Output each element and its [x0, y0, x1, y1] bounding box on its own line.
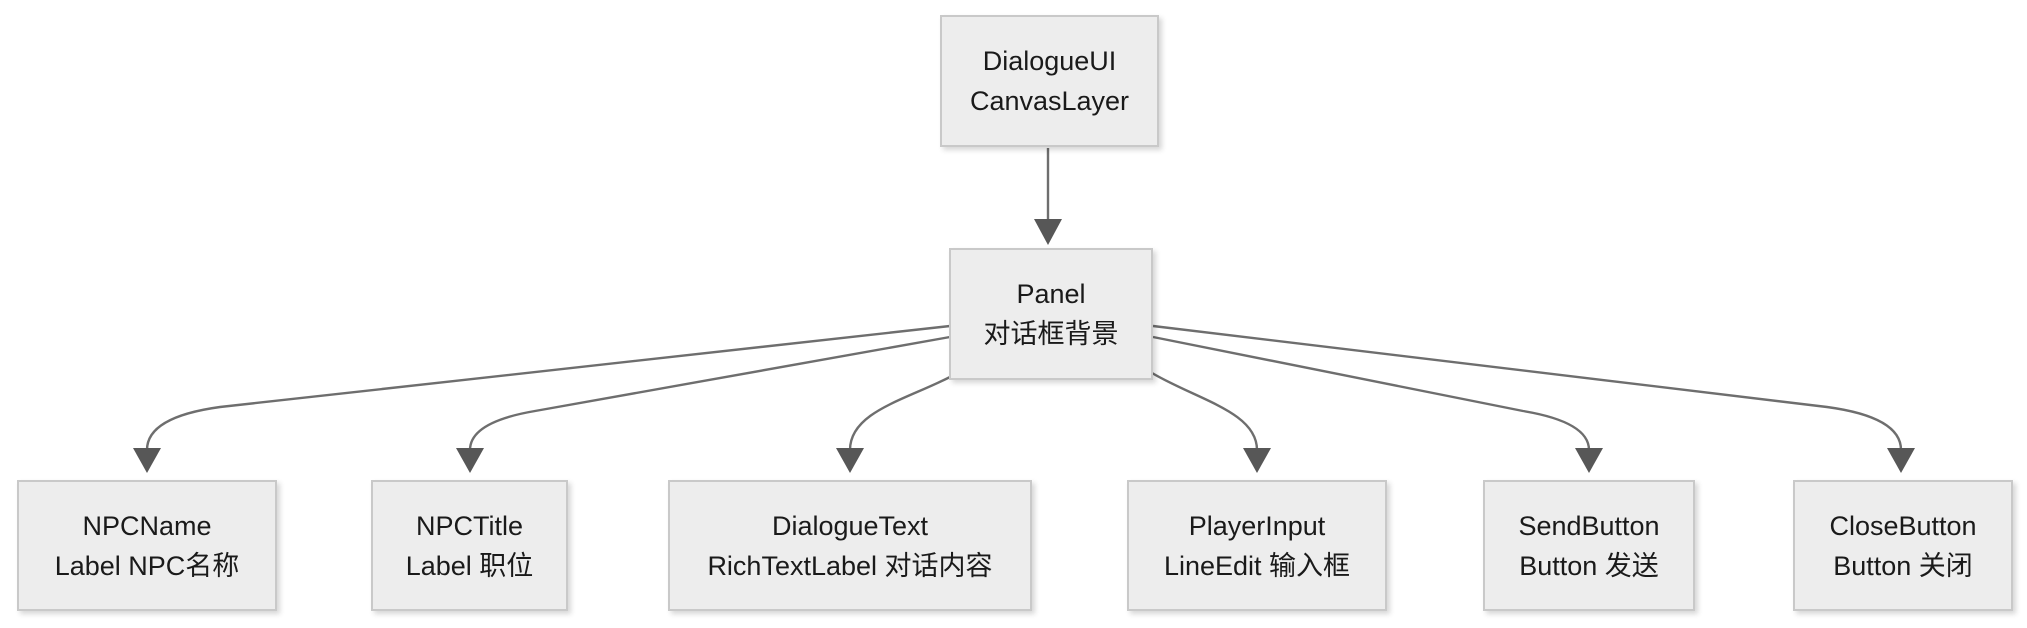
- node-subtitle: Button 关闭: [1833, 550, 1973, 581]
- node-subtitle: CanvasLayer: [969, 86, 1130, 116]
- node-playerinput: PlayerInput LineEdit 输入框: [1127, 480, 1387, 611]
- edge-panel-playerinput: [1151, 371, 1259, 451]
- node-dialogueui: DialogueUI CanvasLayer: [940, 15, 1159, 147]
- node-npcname: NPCName Label NPC名称: [17, 480, 277, 611]
- arrowhead-npcname: [133, 448, 161, 473]
- arrowhead-closebutton: [1887, 448, 1915, 473]
- node-title: DialogueText: [771, 510, 929, 541]
- node-title: Panel: [1016, 279, 1086, 309]
- node-title: PlayerInput: [1188, 510, 1326, 541]
- node-subtitle: Button 发送: [1519, 550, 1659, 581]
- edge-panel-npctitle: [468, 335, 951, 451]
- node-closebutton: CloseButton Button 关闭: [1793, 480, 2013, 611]
- node-subtitle: 对话框背景: [983, 319, 1119, 349]
- arrowhead-playerinput: [1243, 448, 1271, 473]
- node-subtitle: Label NPC名称: [54, 550, 240, 581]
- arrowhead-npctitle: [456, 448, 484, 473]
- edge-panel-dialoguetext: [848, 375, 951, 451]
- node-subtitle: RichTextLabel 对话内容: [707, 550, 993, 581]
- node-panel: Panel 对话框背景: [949, 248, 1153, 380]
- node-title: SendButton: [1518, 510, 1660, 541]
- node-npctitle: NPCTitle Label 职位: [371, 480, 568, 611]
- arrowhead-dialoguetext: [836, 448, 864, 473]
- edge-panel-npcname: [145, 324, 951, 451]
- edge-panel-sendbutton: [1152, 335, 1591, 451]
- node-title: NPCName: [82, 510, 212, 541]
- node-subtitle: LineEdit 输入框: [1163, 550, 1351, 581]
- edge-panel-closebutton: [1152, 324, 1903, 451]
- arrowhead-panel: [1034, 219, 1062, 245]
- node-sendbutton: SendButton Button 发送: [1483, 480, 1695, 611]
- node-title: NPCTitle: [415, 510, 523, 541]
- node-title: CloseButton: [1829, 510, 1977, 541]
- arrowhead-sendbutton: [1575, 448, 1603, 473]
- node-subtitle: Label 职位: [405, 550, 534, 581]
- node-title: DialogueUI: [982, 46, 1117, 76]
- node-dialoguetext: DialogueText RichTextLabel 对话内容: [668, 480, 1032, 611]
